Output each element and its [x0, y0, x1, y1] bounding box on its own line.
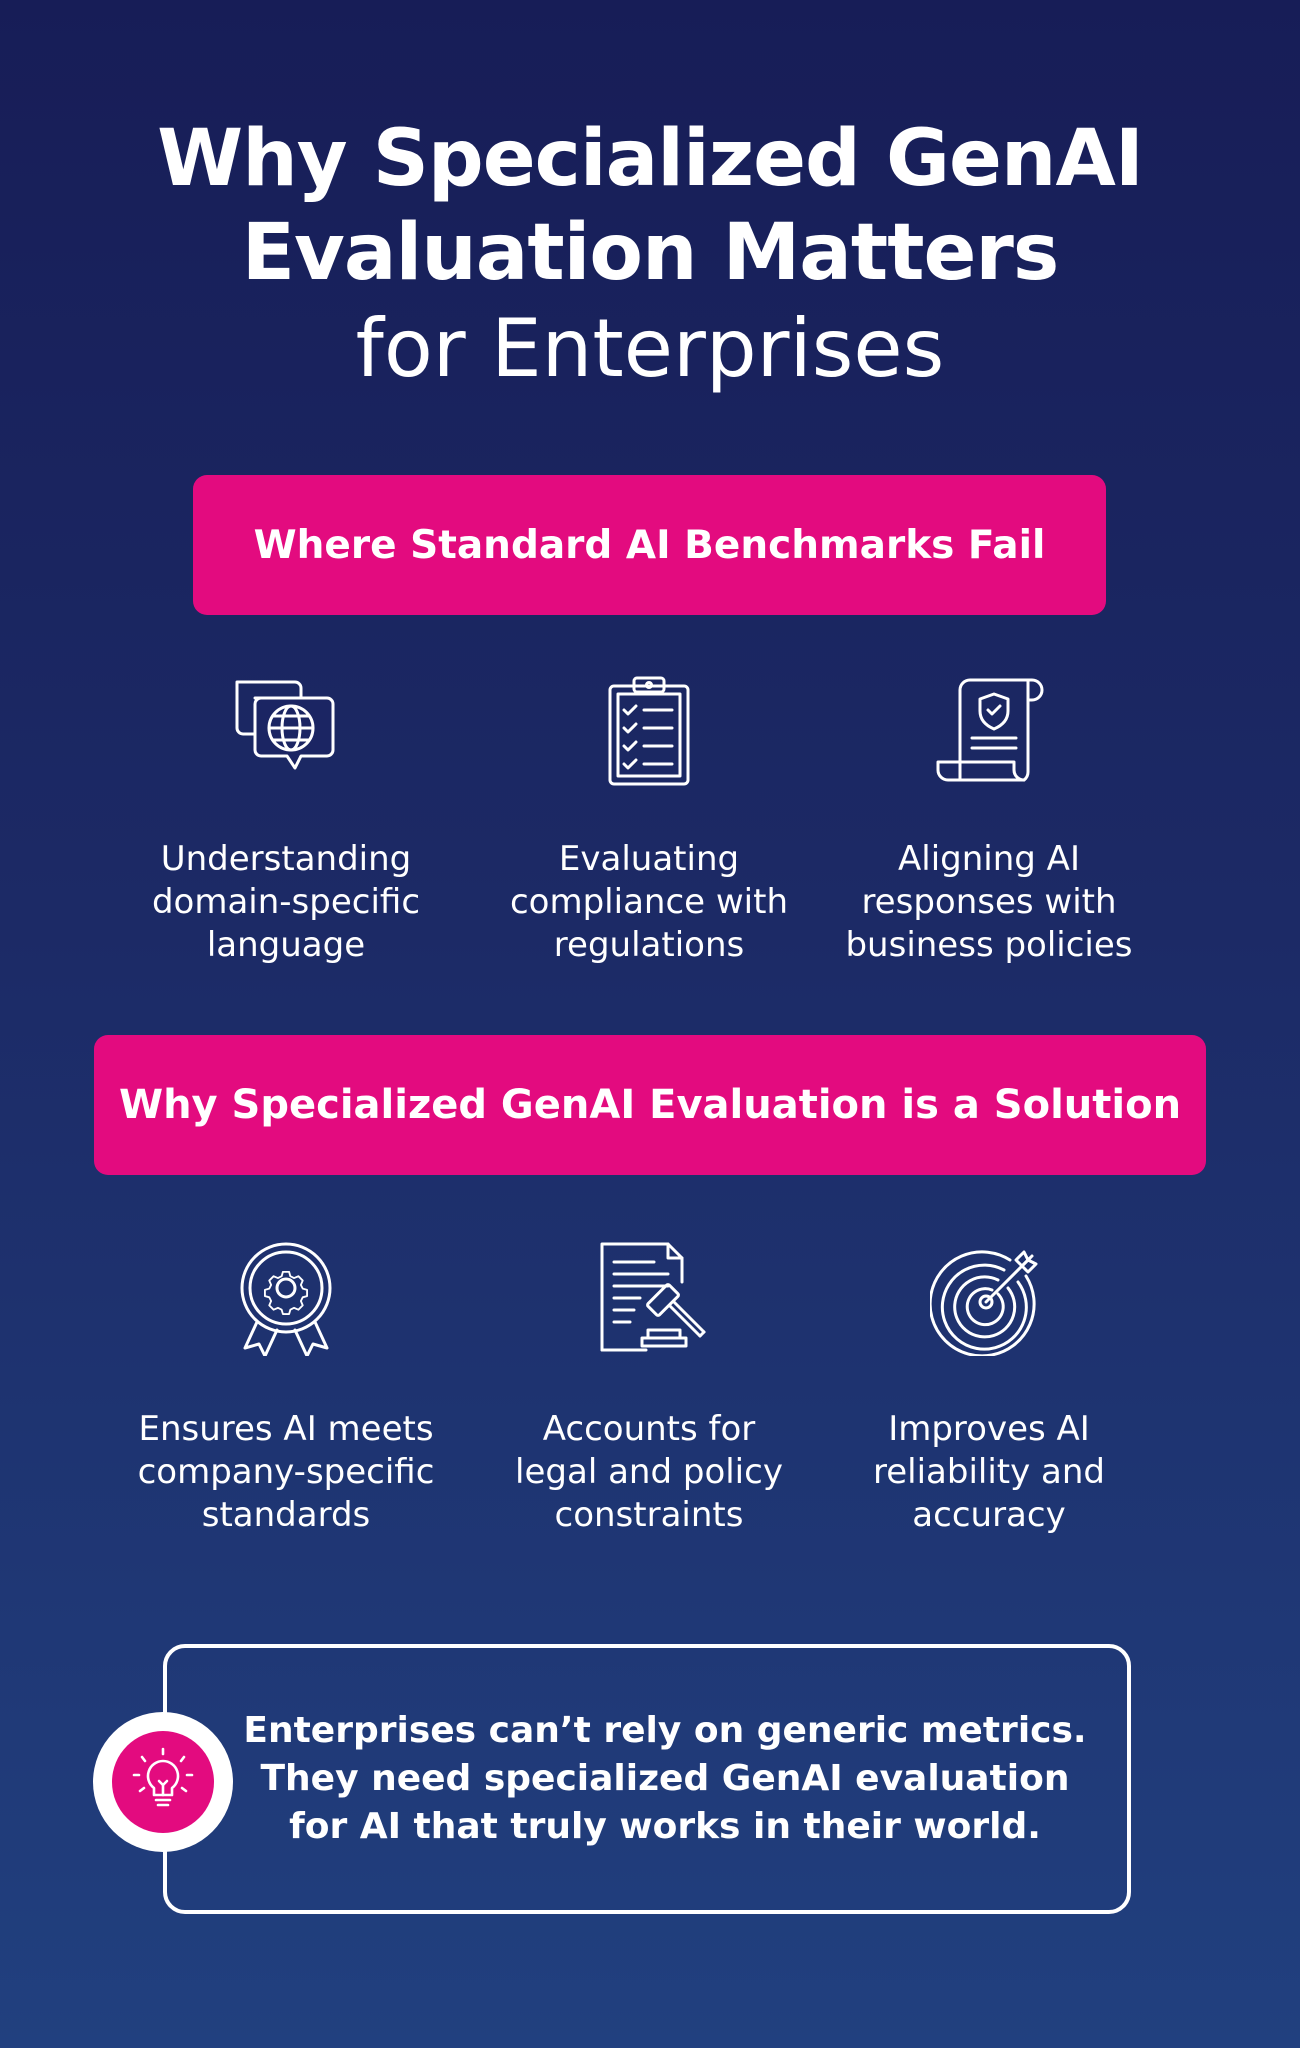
title-line-3: for Enterprises — [355, 302, 945, 395]
lightbulb-icon — [132, 1747, 194, 1807]
section-heading-benchmarks-fail: Where Standard AI Benchmarks Fail — [193, 475, 1106, 615]
checklist-clipboard-icon — [608, 676, 690, 786]
item-business-policies: Aligning AI responses with business poli… — [799, 672, 1179, 967]
callout-line-3: for AI that truly works in their world. — [289, 1806, 1041, 1847]
section-heading-solution: Why Specialized GenAI Evaluation is a So… — [94, 1035, 1206, 1175]
callout-line-2: They need specialized GenAI evaluation — [260, 1758, 1070, 1799]
callout-message: Enterprises can’t rely on generic metric… — [215, 1707, 1115, 1851]
policy-scroll-icon — [936, 678, 1044, 782]
item-domain-language: Understanding domain-specific language — [96, 672, 476, 967]
item-regulation-compliance: Evaluating compliance with regulations — [459, 672, 839, 967]
item-label: Aligning AI responses with business poli… — [845, 839, 1133, 965]
item-legal-constraints: Accounts for legal and policy constraint… — [459, 1238, 839, 1537]
item-label: Ensures AI meets company-specific standa… — [137, 1409, 435, 1535]
item-label: Understanding domain-specific language — [151, 839, 421, 965]
item-company-standards: Ensures AI meets company-specific standa… — [96, 1238, 476, 1537]
item-label: Accounts for legal and policy constraint… — [515, 1409, 783, 1535]
gear-award-icon — [240, 1242, 332, 1356]
item-label: Evaluating compliance with regulations — [509, 839, 789, 965]
lightbulb-badge — [93, 1712, 233, 1852]
globe-chat-icon — [235, 680, 335, 770]
item-label: Improves AI reliability and accuracy — [872, 1409, 1106, 1535]
callout-line-1: Enterprises can’t rely on generic metric… — [243, 1710, 1087, 1751]
page-title: Why Specialized GenAI Evaluation Matters… — [0, 112, 1300, 398]
title-line-2: Evaluation Matters — [241, 208, 1060, 298]
item-reliability-accuracy: Improves AI reliability and accuracy — [799, 1238, 1179, 1537]
title-line-1: Why Specialized GenAI — [157, 114, 1144, 204]
legal-document-gavel-icon — [600, 1242, 706, 1352]
target-arrow-icon — [930, 1250, 1038, 1356]
